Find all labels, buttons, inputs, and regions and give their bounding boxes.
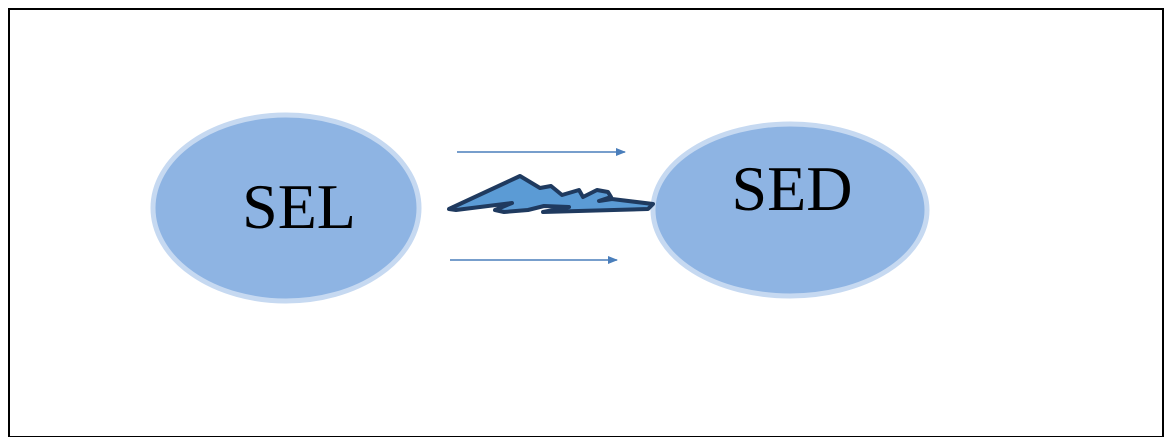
node-sed: SED <box>650 121 930 299</box>
node-sel-label: SEL <box>242 171 356 242</box>
node-sed-label: SED <box>732 153 853 224</box>
node-sel: SEL <box>150 112 422 304</box>
node-sel-ellipse <box>150 112 422 304</box>
node-sed-ellipse <box>650 121 930 299</box>
connector-lightning-bolt <box>447 174 655 214</box>
